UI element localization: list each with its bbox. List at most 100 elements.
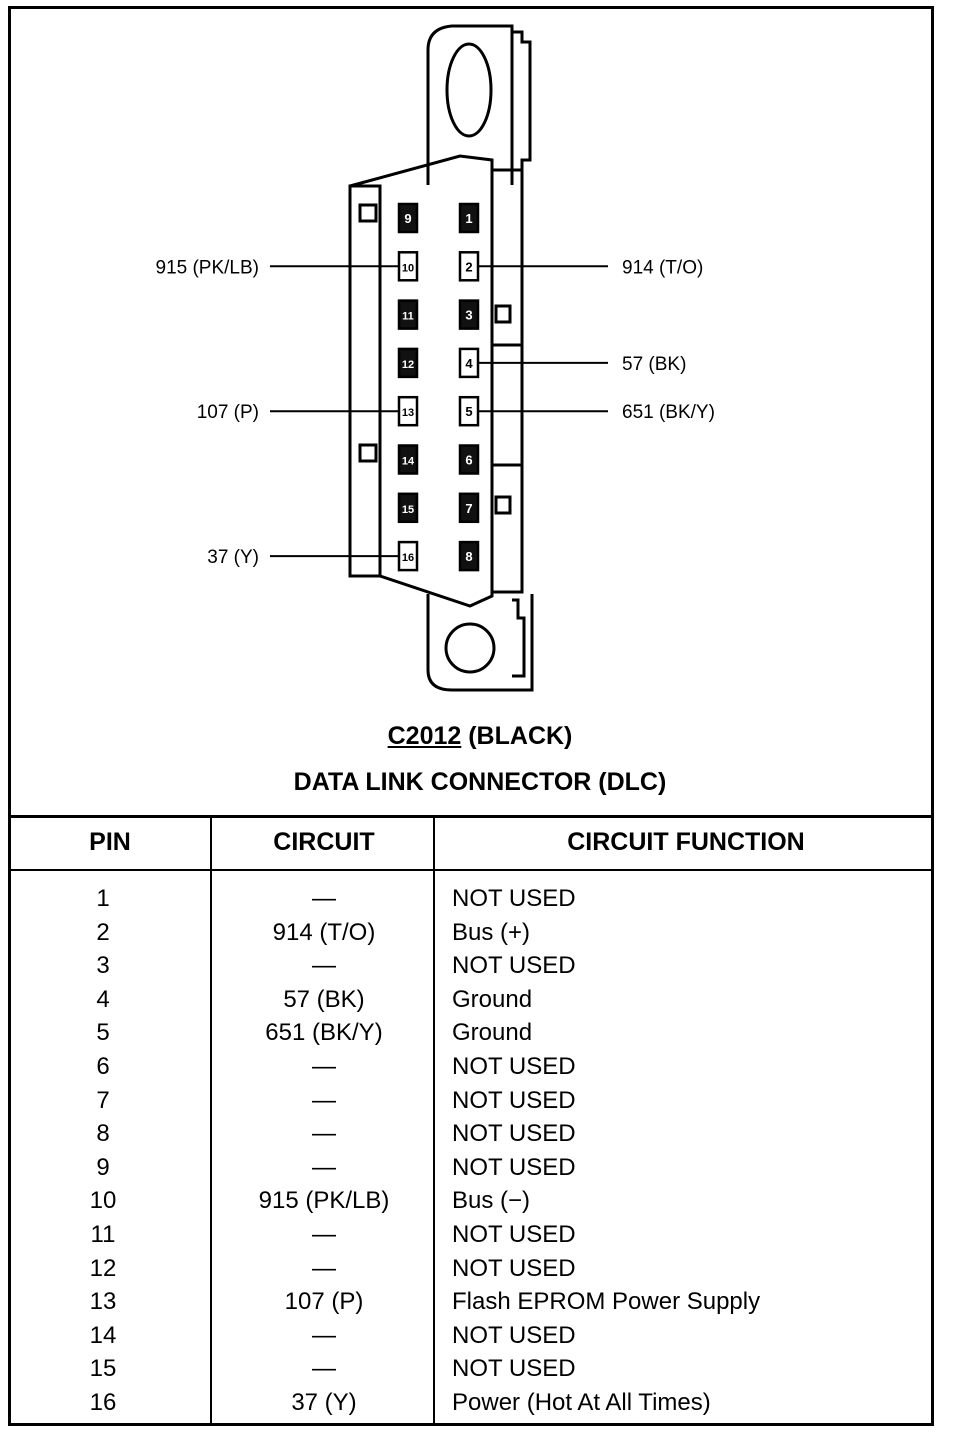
circuit-function: NOT USED <box>452 952 576 980</box>
circuit-id: — <box>312 1220 336 1248</box>
pin-label: 1 <box>465 211 472 226</box>
circuit-id: — <box>312 885 336 912</box>
outer-frame <box>8 6 934 1426</box>
circuit-function: Ground <box>452 985 533 1013</box>
pin-cavity: 1 <box>458 202 480 234</box>
pin-label: 16 <box>402 552 414 564</box>
callout-label: 651 (BK/Y) <box>622 402 715 423</box>
circuit-id: — <box>312 1153 336 1181</box>
bottom-mounting-hole <box>444 622 496 674</box>
pin-label: 12 <box>402 359 414 371</box>
table-row: 4 57 (BK) Ground <box>8 983 934 1017</box>
circuit-id: — <box>312 1254 336 1282</box>
callout: 914 (T/O) <box>479 257 703 278</box>
pin-number: 12 <box>89 1254 117 1282</box>
header-function: CIRCUIT FUNCTION <box>567 828 805 856</box>
pin-cavity: 16 <box>397 540 419 572</box>
pin-cavity: 8 <box>458 540 480 572</box>
pin-cavity: 3 <box>458 299 480 330</box>
pin-number: 10 <box>89 1187 117 1215</box>
header-pin: PIN <box>89 828 131 856</box>
pin-box <box>397 251 419 282</box>
circuit-id: — <box>312 1086 336 1114</box>
pin-number: 14 <box>89 1321 117 1349</box>
connector-body <box>348 24 534 692</box>
table-row: 8—NOT USED <box>8 1117 934 1151</box>
pin-box <box>458 540 480 572</box>
top-mounting-hole <box>445 42 493 138</box>
table-row: 9 — NOT USED <box>8 1151 934 1185</box>
circuit-function: Ground <box>452 1019 533 1047</box>
table-row: 1—NOT USED <box>8 882 934 916</box>
pin-cavity: 10 <box>397 251 419 282</box>
pin-box <box>458 299 480 330</box>
circuit-id: 914 (T/O) <box>272 918 376 946</box>
pin-box <box>458 492 480 524</box>
circuit-function: NOT USED <box>452 885 576 912</box>
pin-cavity: 2 <box>458 251 480 282</box>
wire-callouts: 915 (PK/LB) 107 (P) 37 (Y) 914 (T/O) 57 (BK)… <box>156 257 715 568</box>
circuit-id: 37 (Y) <box>291 1388 357 1416</box>
pin-box <box>397 540 419 572</box>
pin-cavity: 12 <box>397 347 419 379</box>
pin-cavity: 9 <box>397 202 419 234</box>
table-row: 11—NOT USED <box>8 1218 934 1252</box>
connector-code: C2012 <box>387 722 462 750</box>
callout: 107 (P) <box>197 402 398 423</box>
column-divider <box>210 818 212 1426</box>
pin-label: 4 <box>465 356 473 371</box>
pin-label: 14 <box>402 456 415 468</box>
pin-box <box>397 347 419 379</box>
circuit-function: NOT USED <box>452 1321 576 1349</box>
pin-number: 5 <box>96 1019 110 1047</box>
pin-box <box>458 347 480 379</box>
table-row: 14—NOT USED <box>8 1319 934 1353</box>
circuit-function: NOT USED <box>452 1355 576 1383</box>
pin-label: 5 <box>465 404 472 419</box>
pin-label: 9 <box>404 211 411 226</box>
callout: 37 (Y) <box>207 547 398 568</box>
circuit-function: Power (Hot At All Times) <box>452 1388 711 1416</box>
circuit-function: NOT USED <box>452 1052 576 1080</box>
pin-cavity: 5 <box>458 395 480 427</box>
pin-cavity: 6 <box>458 444 480 475</box>
pin-box <box>458 444 480 475</box>
circuit-id: 915 (PK/LB) <box>258 1187 390 1215</box>
pin-label: 15 <box>402 504 414 516</box>
callout-label: 37 (Y) <box>207 547 259 568</box>
pin-number: 15 <box>89 1355 117 1383</box>
pin-box <box>397 202 419 234</box>
table-row: 7—NOT USED <box>8 1084 934 1118</box>
circuit-id: 107 (P) <box>284 1288 364 1316</box>
table-row: 15 — NOT USED <box>8 1352 934 1386</box>
connector-name: DATA LINK CONNECTOR (DLC) <box>293 768 667 796</box>
pin-cavity: 7 <box>458 492 480 524</box>
pin-label: 13 <box>402 407 414 419</box>
pin-label: 10 <box>402 262 414 274</box>
callout-label: 915 (PK/LB) <box>156 257 260 278</box>
circuit-function: Bus (+) <box>452 918 531 946</box>
circuit-function: NOT USED <box>452 1153 576 1181</box>
callout: 57 (BK) <box>479 354 686 375</box>
pin-number: 9 <box>96 1153 110 1181</box>
pin-cavity: 4 <box>458 347 480 379</box>
pin-label: 11 <box>402 311 414 323</box>
callout: 915 (PK/LB) <box>156 257 398 278</box>
pin-number: 6 <box>96 1052 110 1080</box>
circuit-id: — <box>312 1355 336 1383</box>
section-divider <box>8 815 934 818</box>
circuit-function: Flash EPROM Power Supply <box>452 1288 761 1316</box>
header-circuit: CIRCUIT <box>273 828 375 856</box>
connector-color: (BLACK) <box>468 722 573 750</box>
pin-number: 4 <box>96 985 110 1013</box>
circuit-id: 57 (BK) <box>283 985 365 1013</box>
pin-box <box>458 251 480 282</box>
callout-label: 107 (P) <box>197 402 259 423</box>
connector-title: C2012 (BLACK) <box>0 722 960 751</box>
